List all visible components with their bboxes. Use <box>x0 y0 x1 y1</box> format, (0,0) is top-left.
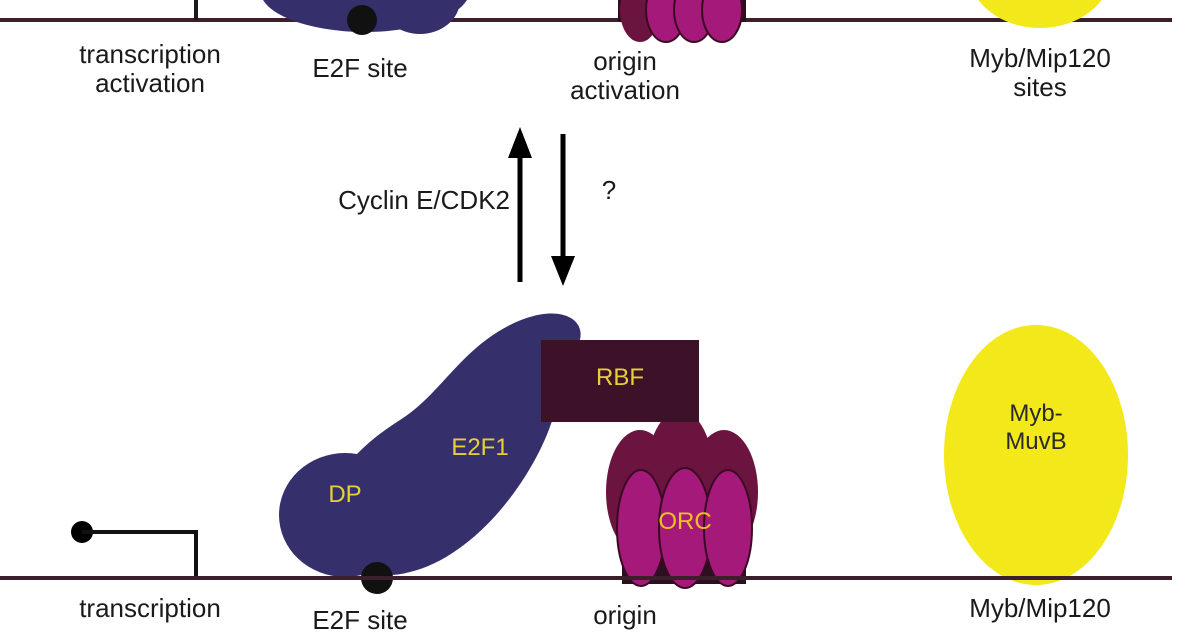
reverse-question-label: ? <box>601 175 617 205</box>
top-transcription-line1: transcription <box>79 39 221 69</box>
top-origin-label: origin activation <box>550 47 700 105</box>
top-mybmip-line2: sites <box>1013 72 1067 102</box>
myb-muvb-shape <box>944 325 1128 585</box>
tss-arrow-line <box>82 530 198 578</box>
orc-complex <box>606 410 758 589</box>
e2f-dp-complex <box>279 313 581 594</box>
myb-muvb-line2: MuvB <box>1005 428 1067 455</box>
top-e2f-complex-lobe <box>380 0 460 34</box>
bottom-origin-label: origin <box>593 600 657 630</box>
dp-body <box>279 453 411 577</box>
top-origin-line1: origin <box>593 46 657 76</box>
cyclin-e-cdk2-label: Cyclin E/CDK2 <box>338 185 510 215</box>
top-orc <box>618 0 746 43</box>
down-arrow-head <box>551 256 575 286</box>
myb-muvb-label: Myb- MuvB <box>966 400 1106 456</box>
top-e2f-site-label: E2F site <box>312 53 408 83</box>
top-transcription-line2: activation <box>95 68 205 98</box>
up-arrow-head <box>508 127 532 158</box>
myb-muvb-line1: Myb- <box>1009 400 1063 427</box>
top-panel-shapes <box>0 0 1172 43</box>
orc-label: ORC <box>658 508 712 535</box>
top-transcription-label: transcription activation <box>58 40 242 98</box>
top-e2f-site-dot <box>347 5 377 35</box>
bottom-mybmip-label: Myb/Mip120 <box>969 593 1111 623</box>
top-mybmip-line1: Myb/Mip120 <box>969 43 1111 73</box>
rbf-box <box>541 340 699 422</box>
arrows <box>508 127 575 286</box>
rbf-label: RBF <box>596 364 644 391</box>
e2f1-label: E2F1 <box>451 434 509 461</box>
top-mybmip-label: Myb/Mip120 sites <box>945 44 1135 102</box>
top-myb-complex <box>978 0 1102 28</box>
bottom-e2f-site-label: E2F site <box>312 605 408 635</box>
dp-label: DP <box>328 481 362 508</box>
bottom-transcription-label: transcription <box>79 593 221 623</box>
bottom-panel-shapes <box>0 313 1172 594</box>
top-origin-line2: activation <box>570 75 680 105</box>
